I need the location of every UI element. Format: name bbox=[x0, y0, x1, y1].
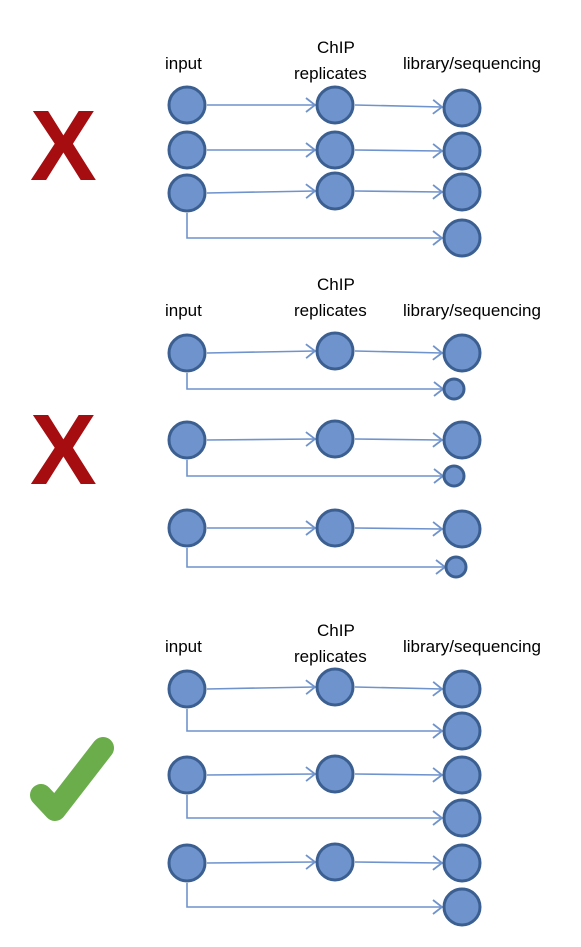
library-node bbox=[442, 843, 482, 883]
library-node bbox=[442, 755, 482, 795]
edge bbox=[354, 767, 444, 783]
label-chip: ChIP bbox=[317, 38, 355, 57]
edge bbox=[186, 460, 445, 484]
chip-node bbox=[315, 754, 355, 794]
library-node bbox=[442, 420, 482, 460]
edge bbox=[186, 795, 444, 826]
label-input: input bbox=[165, 301, 202, 320]
chip-node bbox=[315, 419, 355, 459]
input-library-node-small bbox=[442, 377, 466, 401]
library-node bbox=[442, 131, 482, 171]
edge bbox=[186, 548, 447, 575]
library-node bbox=[442, 172, 482, 212]
edge bbox=[354, 184, 444, 200]
library-node bbox=[442, 333, 482, 373]
edge bbox=[186, 213, 444, 246]
edge bbox=[206, 766, 317, 782]
label-library: library/sequencing bbox=[403, 301, 541, 320]
input-node bbox=[167, 333, 207, 373]
x-mark-2: X bbox=[30, 394, 97, 506]
edge bbox=[206, 431, 317, 447]
input-node bbox=[167, 173, 207, 213]
input-library-node bbox=[442, 218, 482, 258]
edge bbox=[354, 855, 444, 871]
edge bbox=[354, 345, 444, 361]
edge bbox=[186, 883, 444, 915]
edge bbox=[354, 143, 444, 159]
chip-node bbox=[315, 508, 355, 548]
label-replicates: replicates bbox=[294, 64, 367, 83]
panel-2: X input ChIP replicates library/sequenci… bbox=[30, 275, 541, 579]
label-replicates: replicates bbox=[294, 647, 367, 666]
input-node bbox=[167, 843, 207, 883]
label-input: input bbox=[165, 637, 202, 656]
input-library-node bbox=[442, 798, 482, 838]
input-node bbox=[167, 85, 207, 125]
edge bbox=[206, 854, 317, 870]
library-node bbox=[442, 669, 482, 709]
input-node bbox=[167, 130, 207, 170]
label-chip: ChIP bbox=[317, 275, 355, 294]
label-replicates: replicates bbox=[294, 301, 367, 320]
edge bbox=[354, 99, 444, 115]
edge bbox=[186, 373, 445, 397]
panel-3: input ChIP replicates library/sequencing bbox=[30, 621, 541, 927]
input-node bbox=[167, 508, 207, 548]
edge bbox=[206, 679, 317, 695]
panel-1: X input ChIP replicates library/sequenci… bbox=[30, 38, 541, 258]
chip-node bbox=[315, 130, 355, 170]
edge bbox=[206, 183, 317, 199]
library-node bbox=[442, 509, 482, 549]
x-mark-1: X bbox=[30, 90, 97, 202]
label-chip: ChIP bbox=[317, 621, 355, 640]
input-library-node-small bbox=[442, 464, 466, 488]
chip-node bbox=[315, 171, 355, 211]
edge bbox=[354, 681, 444, 697]
checkmark-icon bbox=[30, 737, 114, 821]
input-library-node-small bbox=[444, 555, 468, 579]
edge bbox=[206, 343, 317, 359]
chip-node bbox=[315, 842, 355, 882]
label-library: library/sequencing bbox=[403, 637, 541, 656]
chip-node bbox=[315, 85, 355, 125]
chip-node bbox=[315, 667, 355, 707]
edge bbox=[354, 432, 444, 448]
edge bbox=[354, 521, 444, 537]
label-library: library/sequencing bbox=[403, 54, 541, 73]
input-library-node bbox=[442, 887, 482, 927]
input-library-node bbox=[442, 711, 482, 751]
chip-node bbox=[315, 331, 355, 371]
edge bbox=[186, 709, 444, 739]
library-node bbox=[442, 88, 482, 128]
input-node bbox=[167, 755, 207, 795]
label-input: input bbox=[165, 54, 202, 73]
input-node bbox=[167, 669, 207, 709]
input-node bbox=[167, 420, 207, 460]
